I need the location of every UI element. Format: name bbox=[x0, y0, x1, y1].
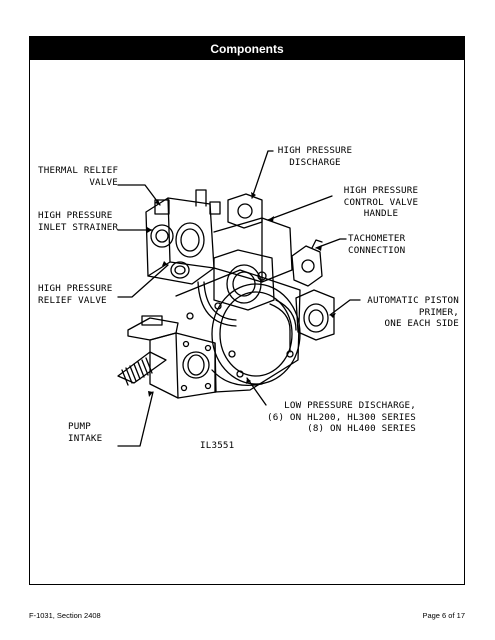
label-high-pressure-relief-valve: HIGH PRESSURE RELIEF VALVE bbox=[38, 283, 113, 306]
footer-page-number: Page 6 of 17 bbox=[422, 611, 465, 620]
label-high-pressure-discharge: HIGH PRESSURE DISCHARGE bbox=[277, 145, 353, 168]
label-tachometer-connection: TACHOMETER CONNECTION bbox=[348, 233, 406, 256]
label-thermal-relief-valve: THERMAL RELIEF VALVE bbox=[38, 165, 119, 188]
illustration-id: IL3551 bbox=[200, 440, 235, 451]
label-high-pressure-inlet-strainer: HIGH PRESSURE INLET STRAINER bbox=[38, 210, 119, 233]
footer-document-id: F-1031, Section 2408 bbox=[29, 611, 101, 620]
section-header: Components bbox=[30, 37, 464, 60]
label-pump-intake: PUMP INTAKE bbox=[68, 421, 103, 444]
label-high-pressure-control-valve-handle: HIGH PRESSURE CONTROL VALVE HANDLE bbox=[343, 185, 419, 219]
label-low-pressure-discharge: LOW PRESSURE DISCHARGE, (6) ON HL200, HL… bbox=[266, 400, 416, 434]
components-frame: Components bbox=[29, 36, 465, 585]
label-automatic-piston-primer: AUTOMATIC PISTON PRIMER, ONE EACH SIDE bbox=[367, 295, 459, 329]
